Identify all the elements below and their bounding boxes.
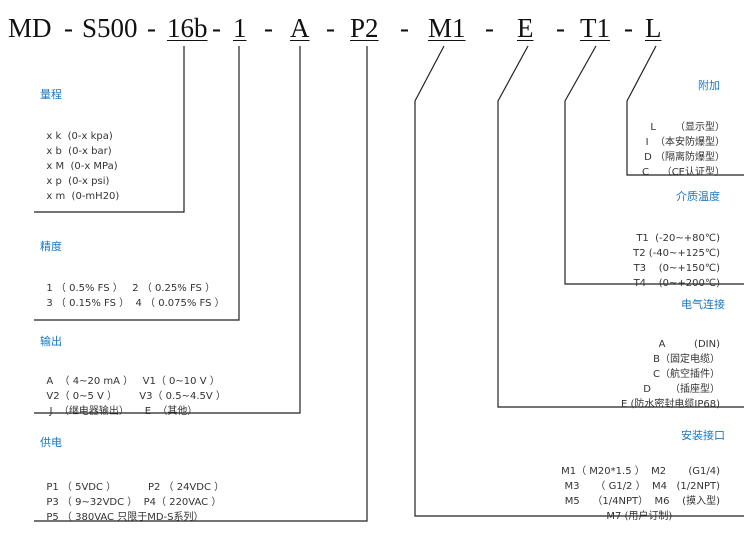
mount-list: M1（ M20*1.5 ） M2 (G1/4) M3 （ G1/2 ） M4 (… [555, 449, 720, 524]
addon-title: 附加 [698, 79, 720, 92]
line-range [34, 46, 185, 213]
line-accuracy [34, 46, 240, 321]
code-part-temp: T1 [580, 13, 610, 43]
line-addon [626, 45, 744, 176]
addon-row: L （显示型） [650, 122, 725, 133]
range-row: x k (0-x kpa) [46, 131, 113, 142]
code-sep: - [212, 13, 221, 43]
power-title: 供电 [40, 436, 62, 449]
temp-row: T4 (0~+200℃) [633, 278, 720, 289]
range-row: x M (0-x MPa) [46, 161, 118, 172]
code-sep: - [624, 13, 633, 43]
range-title: 量程 [40, 88, 62, 101]
code-sep: - [64, 13, 73, 43]
code-sep: - [326, 13, 335, 43]
mount-row: M5 （1/4NPT） M6 (摸入型) [564, 496, 720, 507]
accuracy-row: 3 （ 0.15% FS ） 4 （ 0.075% FS ） [46, 298, 225, 309]
temp-row: T1 (-20~+80℃) [636, 233, 720, 244]
addon-row: D （隔离防爆型） [644, 152, 725, 163]
output-row: A （ 4~20 mA ） V1（ 0~10 V ） [46, 376, 220, 387]
power-list: P1 （ 5VDC ） P2 （ 24VDC ） P3 （ 9~32VDC ） … [40, 465, 224, 525]
code-sep: - [400, 13, 409, 43]
code-part-power: P2 [350, 13, 379, 43]
range-row: x m (0-mH20) [46, 191, 120, 202]
mount-row: M7 (用户订制) [606, 511, 720, 522]
addon-row: I （本安防爆型） [642, 137, 725, 148]
temp-list: T1 (-20~+80℃) T2 (-40~+125℃) T3 (0~+150℃… [627, 216, 720, 291]
power-row: P1 （ 5VDC ） P2 （ 24VDC ） [46, 482, 225, 493]
line-temp [564, 45, 744, 285]
output-title: 输出 [40, 335, 62, 348]
accuracy-row: 1 （ 0.5% FS ） 2 （ 0.25% FS ） [46, 283, 216, 294]
addon-row: C （CE认证型） [642, 167, 725, 178]
temp-row: T3 (0~+150℃) [633, 263, 720, 274]
code-part-mount: M1 [428, 13, 466, 43]
power-row: P3 （ 9~32VDC ） P4（ 220VAC ） [46, 497, 222, 508]
electrical-title: 电气连接 [681, 298, 725, 311]
electrical-list: A (DIN) B（固定电缆） C（航空插件） D （插座型） E (防水密封电… [615, 322, 720, 412]
electrical-row: C（航空插件） [653, 369, 720, 380]
accuracy-list: 1 （ 0.5% FS ） 2 （ 0.25% FS ） 3 （ 0.15% F… [40, 266, 225, 311]
output-row: J （继电器输出） E （其他） [46, 406, 198, 417]
line-mount [414, 45, 744, 517]
line-electrical [497, 45, 744, 408]
line-output [34, 46, 301, 414]
range-row: x p (0-x psi) [46, 176, 110, 187]
mount-row: M1（ M20*1.5 ） M2 (G1/4) [561, 466, 720, 477]
output-list: A （ 4~20 mA ） V1（ 0~10 V ） V2（ 0~5 V ） V… [40, 359, 226, 419]
range-list: x k (0-x kpa) x b (0-x bar) x M (0-x MPa… [40, 114, 119, 204]
code-part-electrical: E [517, 13, 534, 43]
electrical-row: A (DIN) [658, 339, 720, 350]
mount-row: M3 （ G1/2 ） M4 (1/2NPT) [564, 481, 720, 492]
code-sep: - [556, 13, 565, 43]
mount-title: 安装接口 [681, 429, 725, 442]
electrical-row: E (防水密封电缆IP68) [620, 399, 720, 410]
temp-title: 介质温度 [676, 190, 720, 203]
code-sep: - [147, 13, 156, 43]
code-sep: - [264, 13, 273, 43]
temp-row: T2 (-40~+125℃) [633, 248, 720, 259]
electrical-row: D （插座型） [643, 384, 720, 395]
power-row: P5 （ 380VAC 只限于MD-S系列） [46, 512, 204, 523]
output-row: V2（ 0~5 V ） V3（ 0.5~4.5V ） [46, 391, 226, 402]
line-power [34, 46, 368, 522]
code-part-output: A [290, 13, 310, 43]
code-part-series: S500 [82, 13, 138, 43]
code-sep: - [485, 13, 494, 43]
accuracy-title: 精度 [40, 240, 62, 253]
range-row: x b (0-x bar) [46, 146, 112, 157]
addon-list: L （显示型） I （本安防爆型） D （隔离防爆型） C （CE认证型） [636, 105, 725, 180]
code-prefix: MD [8, 13, 52, 43]
code-part-range: 16b [167, 13, 208, 43]
code-part-accuracy: 1 [233, 13, 247, 43]
electrical-row: B（固定电缆） [653, 354, 720, 365]
code-part-addon: L [645, 13, 662, 43]
